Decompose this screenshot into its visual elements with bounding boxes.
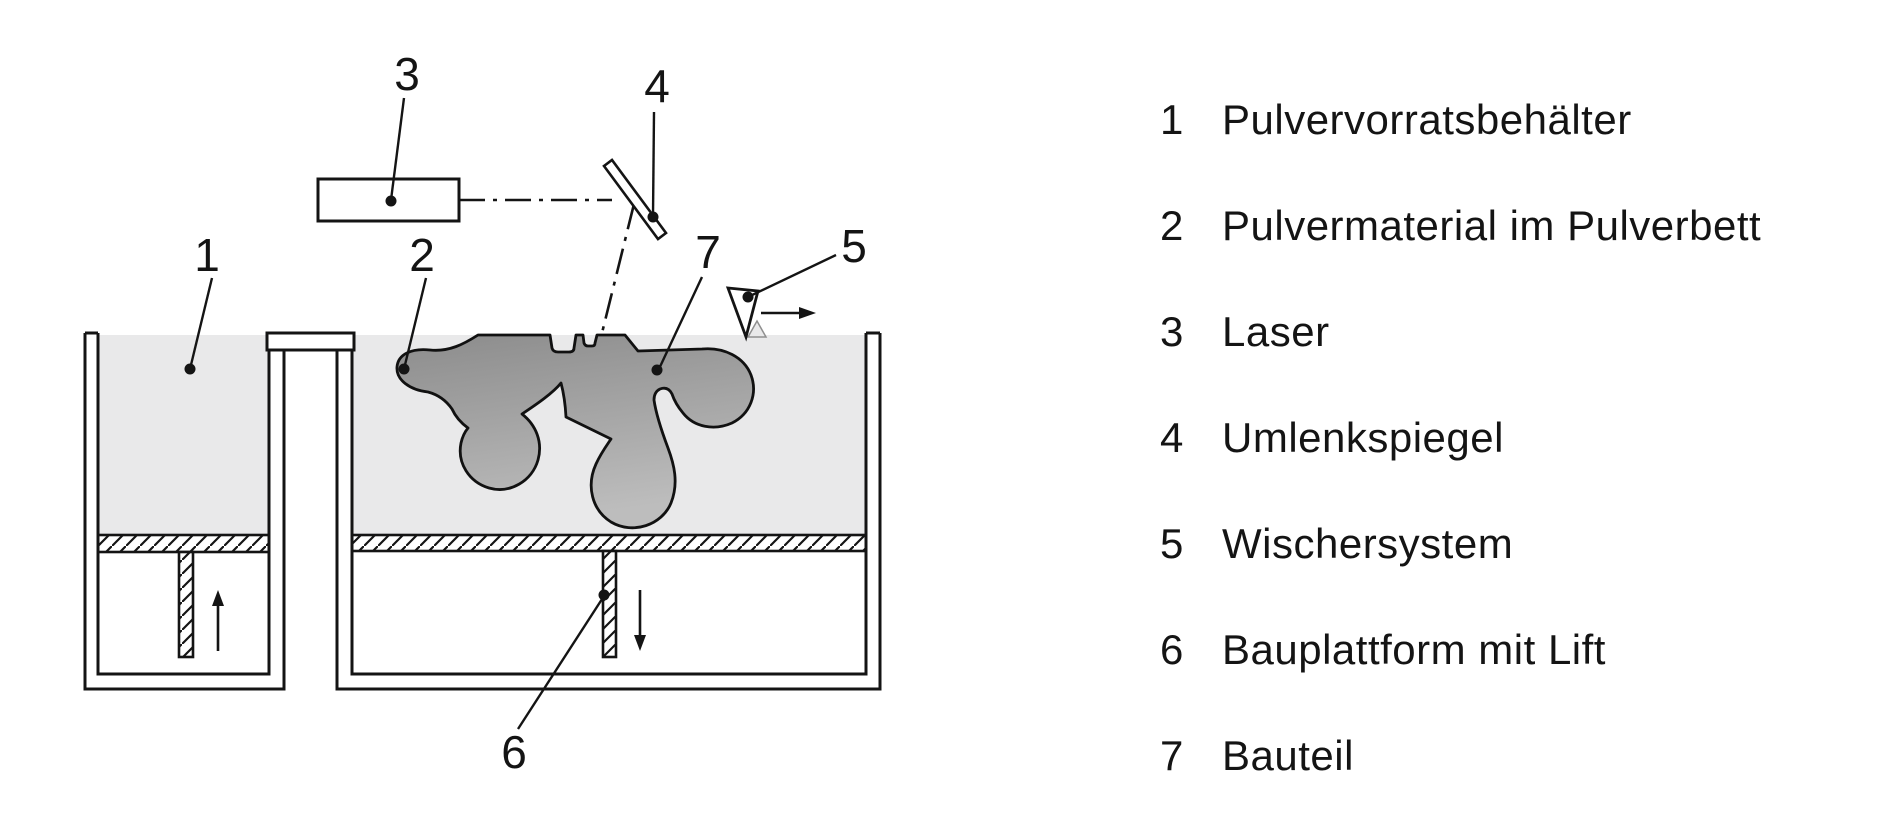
build-tank-inner-wall [350,333,868,676]
reservoir-piston-rod [177,550,195,659]
legend-num: 1 [1160,96,1184,143]
legend-label: Pulvermaterial im Pulverbett [1222,202,1762,249]
legend-label: Laser [1222,308,1330,355]
build-piston-rod [601,549,618,659]
legend-num: 6 [1160,626,1184,673]
callout-5: 5 [841,220,867,272]
legend-label: Pulvervorratsbehälter [1222,96,1632,143]
laser-beam-reflected [599,203,636,338]
arrow-right-icon [761,307,816,319]
part-shape [395,333,755,530]
legend-item-7: 7 Bauteil [1160,703,1761,809]
callout-2: 2 [409,229,435,281]
legend-item-2: 2 Pulvermaterial im Pulverbett [1160,173,1761,279]
legend-item-5: 5 Wischersystem [1160,491,1761,597]
arrow-down-icon [634,590,646,651]
legend-label: Bauteil [1222,732,1354,779]
powder-reservoir-fill [98,335,268,535]
legend-label: Umlenkspiegel [1222,414,1504,461]
callout-1: 1 [194,229,220,281]
legend: 1 Pulvervorratsbehälter 2 Pulvermaterial i… [1160,67,1761,809]
callout-leaders [184,97,837,730]
divider-cap [265,331,356,352]
legend-num: 5 [1160,520,1184,567]
callout-6: 6 [501,726,527,778]
powder-ridge [746,319,768,338]
legend-label: Bauplattform mit Lift [1222,626,1606,673]
reservoir-platform [96,533,271,554]
arrow-up-icon [212,590,224,651]
legend-item-3: 3 Laser [1160,279,1761,385]
deflection-mirror [602,158,668,241]
build-tank-outer-wall [335,333,882,691]
legend-num: 3 [1160,308,1184,355]
reservoir-tank-outer-wall [83,333,286,691]
legend-num: 7 [1160,732,1184,779]
callout-7: 7 [695,226,721,278]
legend-num: 4 [1160,414,1184,461]
reservoir-tank-inner-wall [96,333,271,676]
legend-label: Wischersystem [1222,520,1514,567]
legend-num: 2 [1160,202,1184,249]
legend-item-6: 6 Bauplattform mit Lift [1160,597,1761,703]
callout-4: 4 [644,60,670,112]
build-platform [350,533,868,553]
callout-3: 3 [394,48,420,100]
legend-item-4: 4 Umlenkspiegel [1160,385,1761,491]
legend-item-1: 1 Pulvervorratsbehälter [1160,67,1761,173]
